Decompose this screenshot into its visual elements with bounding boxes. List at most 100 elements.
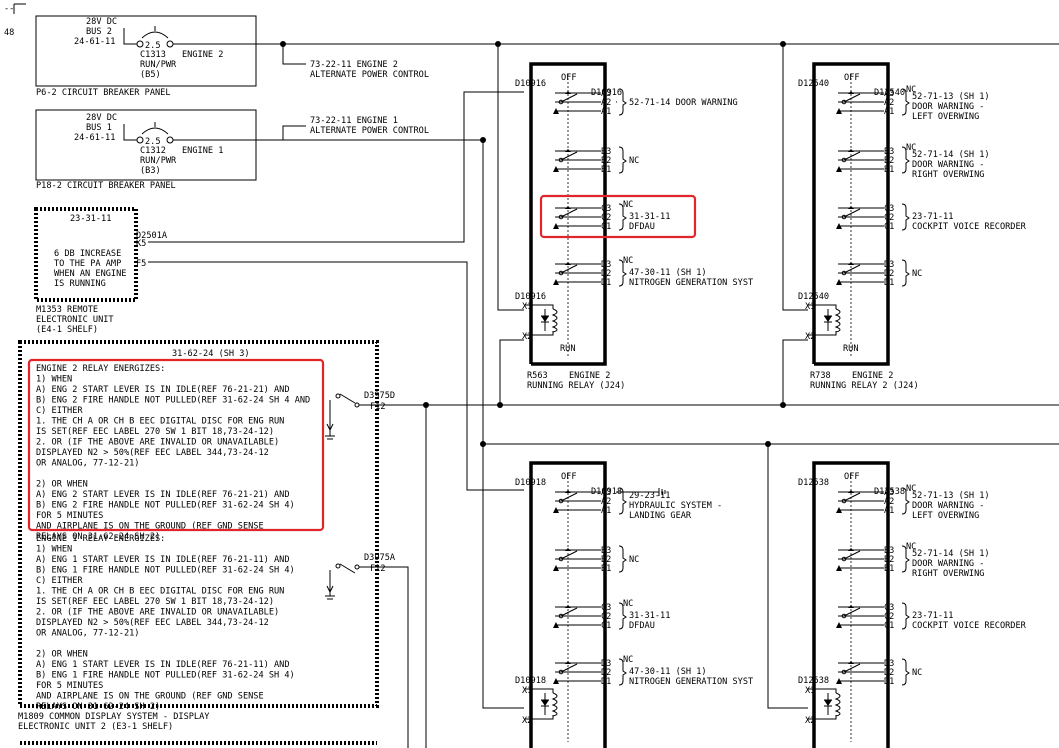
cb1-id: C1312 (140, 146, 166, 156)
relay-destination-desc-2: RIGHT OVERWING (912, 569, 984, 579)
relay-pin-x2: X2 (805, 332, 815, 342)
cds-pin-f12-a: F12 (370, 402, 386, 412)
cb2-amperage: 2.5 (145, 41, 161, 51)
relay-coil-connector: D12540 (798, 292, 829, 302)
cb2-id: C1313 (140, 50, 166, 60)
highlight-dfdau (539, 194, 697, 239)
condition-line: B) ENG 2 FIRE HANDLE NOT PULLED(REF 31-6… (36, 501, 295, 511)
relay-pin-label: C3 (601, 204, 611, 214)
relay-off-label: OFF (844, 73, 860, 83)
relay-destination-desc-2: LANDING GEAR (629, 511, 692, 521)
relay-pin-x1: X1 (805, 686, 815, 696)
relay-destination-desc: DOOR WARNING - (912, 501, 984, 511)
circuit-breaker-engine-2: 28V DC BUS 2 24-61-11 2.5 ENGINE 2 C1313… (35, 15, 257, 98)
condition-line: C) EITHER (36, 406, 83, 416)
relay-destination-desc: DFDAU (629, 222, 655, 232)
reu-location: (E4-1 SHELF) (36, 325, 98, 335)
display-electronic-unit: 31-62-24 (SH 3) ENGINE 2 RELAY ENERGIZES… (18, 340, 396, 745)
relay-pin-x1: X1 (805, 302, 815, 312)
relay-pin-label: C2 (601, 213, 611, 223)
reu-text-3: WHEN AN ENGINE (54, 269, 126, 279)
cds-name: M1809 COMMON DISPLAY SYSTEM - DISPLAY (18, 712, 210, 722)
cb1-function: RUN/PWR (140, 156, 177, 166)
relay-destination: 31-31-11 (629, 212, 670, 222)
apc2-desc: ALTERNATE POWER CONTROL (310, 70, 429, 80)
cb2-panel: P6-2 CIRCUIT BREAKER PANEL (36, 88, 171, 98)
relay-nc-label: NC (906, 85, 916, 95)
condition-line: C) EITHER (36, 576, 83, 586)
relay-pin-label: A2 (884, 98, 894, 108)
cb2-reference: 24-61-11 (74, 37, 115, 47)
relay-pin-label: C3 (601, 603, 611, 613)
condition-line: OR ANALOG, 77-12-21) (36, 629, 139, 639)
relay-pin-label: B1 (884, 165, 894, 175)
relay-pin-label: A3 (884, 488, 894, 498)
relay-pin-label: A1 (884, 107, 894, 117)
relay-destination: 47-30-11 (SH 1) (629, 667, 707, 677)
relay-pin-label: B1 (601, 165, 611, 175)
relay-pin-label: C1 (884, 222, 894, 232)
relay-coil-connector: D10918 (515, 676, 546, 686)
relay-pin-label: A2 (884, 497, 894, 507)
condition-line: 2) OR WHEN (36, 480, 88, 490)
condition-line: A) ENG 1 START LEVER IS IN IDLE(REF 76-2… (36, 555, 290, 565)
relay-pin-label: B1 (884, 564, 894, 574)
relay-pin-label: C1 (601, 621, 611, 631)
relay-pin-label: C3 (884, 204, 894, 214)
relay-pin-label: C1 (601, 222, 611, 232)
reu-text-4: IS RUNNING (54, 279, 106, 289)
relay-pin-label: D3 (884, 260, 894, 270)
relay-pin-label: C2 (884, 612, 894, 622)
relay-run-label: RUN (843, 344, 859, 354)
condition-line: ENGINE 2 RELAY ENERGIZES: (36, 364, 165, 374)
relay-pin-label: C2 (884, 213, 894, 223)
cb1-amperage: 2.5 (145, 137, 161, 147)
condition-line: 2) OR WHEN (36, 650, 88, 660)
relay-pin-label: A1 (884, 506, 894, 516)
circuit-breaker-engine-1: 28V DC BUS 1 24-61-11 2.5 ENGINE 1 C1312… (35, 109, 257, 191)
highlight-engine-2-conditions (27, 358, 325, 532)
relay-id: R738 (810, 371, 831, 381)
relay-destination-desc-2: LEFT OVERWING (912, 112, 979, 122)
relay-connector-right: D10918 (591, 487, 622, 497)
relay-destination: 31-31-11 (629, 611, 670, 621)
cds-ref: 31-62-24 (SH 3) (172, 349, 250, 359)
cb2-location: (B5) (140, 70, 161, 80)
relay-pin-label: D1 (884, 677, 894, 687)
relay-destination: 23-71-11 (912, 611, 953, 621)
bus-wires: 73-22-11 ENGINE 2 ALTERNATE POWER CONTRO… (148, 41, 1059, 748)
relay-pin-label: B2 (601, 555, 611, 565)
remote-electronic-unit: 23-31-11 6 DB INCREASE TO THE PA AMP WHE… (34, 207, 168, 335)
relay-pin-x1: X1 (522, 686, 532, 696)
relay-pin-label: D1 (601, 677, 611, 687)
condition-line: FOR 5 MINUTES (36, 681, 103, 691)
relay-destination-desc: COCKPIT VOICE RECORDER (912, 621, 1027, 631)
relay-destination: 47-30-11 (SH 1) (629, 268, 707, 278)
relay-connector-left: D10918 (515, 478, 546, 488)
reu-text-2: TO THE PA AMP (54, 259, 121, 269)
reu-name: M1353 REMOTE (36, 305, 98, 315)
relay-destination-desc-2: RIGHT OVERWING (912, 170, 984, 180)
relay-pin-label: A3 (884, 89, 894, 99)
cb2-source-line1: 28V DC (86, 17, 117, 27)
relay-destination: 52-71-13 (SH 1) (912, 92, 990, 102)
condition-line: ENGINE 1 RELAY ENERGIZES: (36, 534, 165, 544)
relay-pin-label: C1 (884, 621, 894, 631)
sheet-corner-mark (13, 3, 26, 14)
relay-pin-label: A1 (601, 506, 611, 516)
relay-nc-label: NC (623, 599, 633, 609)
relay-pin-label: B2 (884, 555, 894, 565)
relay-pin-label: D3 (601, 260, 611, 270)
relay-destination-desc-2: LEFT OVERWING (912, 511, 979, 521)
relay-pin-label: D1 (884, 278, 894, 288)
relay-pin-label: D1 (601, 278, 611, 288)
relay-destination-desc: DOOR WARNING - (912, 160, 984, 170)
condition-line: 2. OR (IF THE ABOVE ARE INVALID OR UNAVA… (36, 608, 279, 618)
condition-line: B) ENG 2 FIRE HANDLE NOT PULLED(REF 31-6… (36, 396, 310, 406)
relay-pin-label: A2 (601, 98, 611, 108)
reu-pin-k5: K5 (136, 239, 146, 249)
page-marker: 48 (4, 28, 14, 38)
cb1-location: (B3) (140, 166, 161, 176)
